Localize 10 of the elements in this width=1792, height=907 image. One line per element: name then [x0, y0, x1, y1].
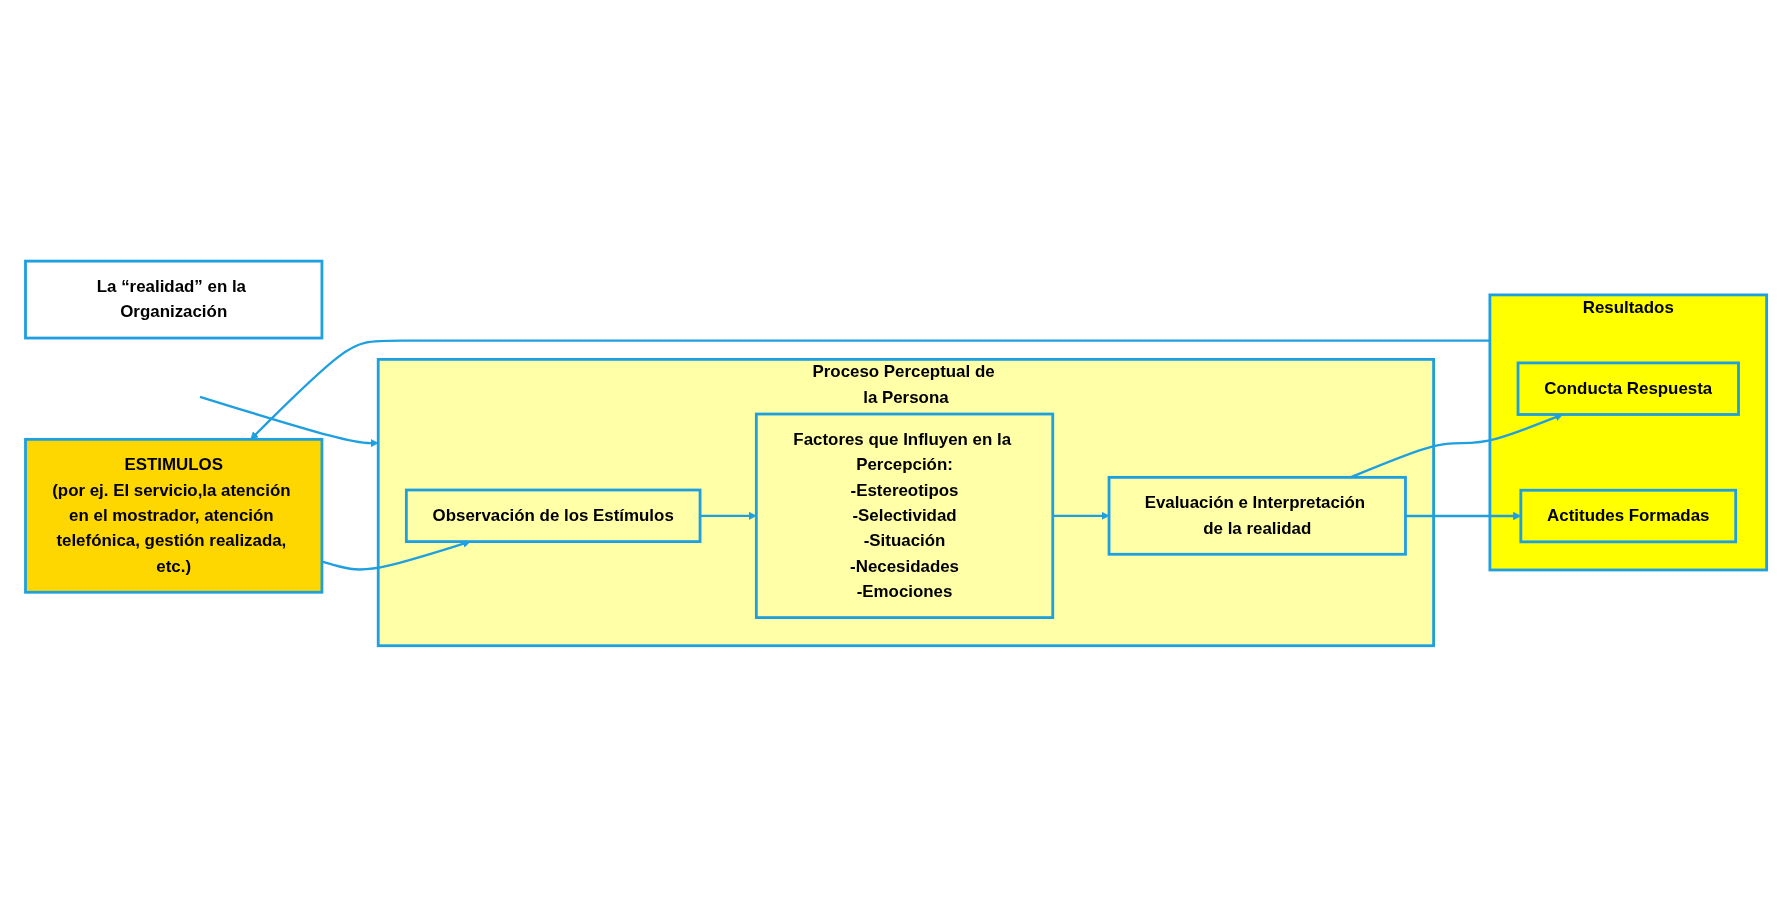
- arrow: [699, 511, 757, 520]
- node-box: Factores que Influyen en la Percepción: -Estereotipos -Selectividad -Situación -Necesidades -Emociones: [754, 412, 1055, 620]
- arrow: [250, 339, 1490, 440]
- node-box: ESTIMULOS (por ej. El servicio,la atención en el mostrador, atención telefónica, gestión realizada, etc.): [24, 438, 324, 594]
- node-box: La “realidad” en la Organización: [24, 259, 324, 340]
- arrow: [199, 395, 379, 448]
- node-box: Evaluación e Interpretación de la realidad: [1107, 476, 1407, 556]
- node-box: Observación de los Estímulos: [404, 488, 702, 544]
- node-box: Actitudes Formadas: [1519, 488, 1738, 544]
- node-box: Conducta Respuesta: [1516, 361, 1740, 416]
